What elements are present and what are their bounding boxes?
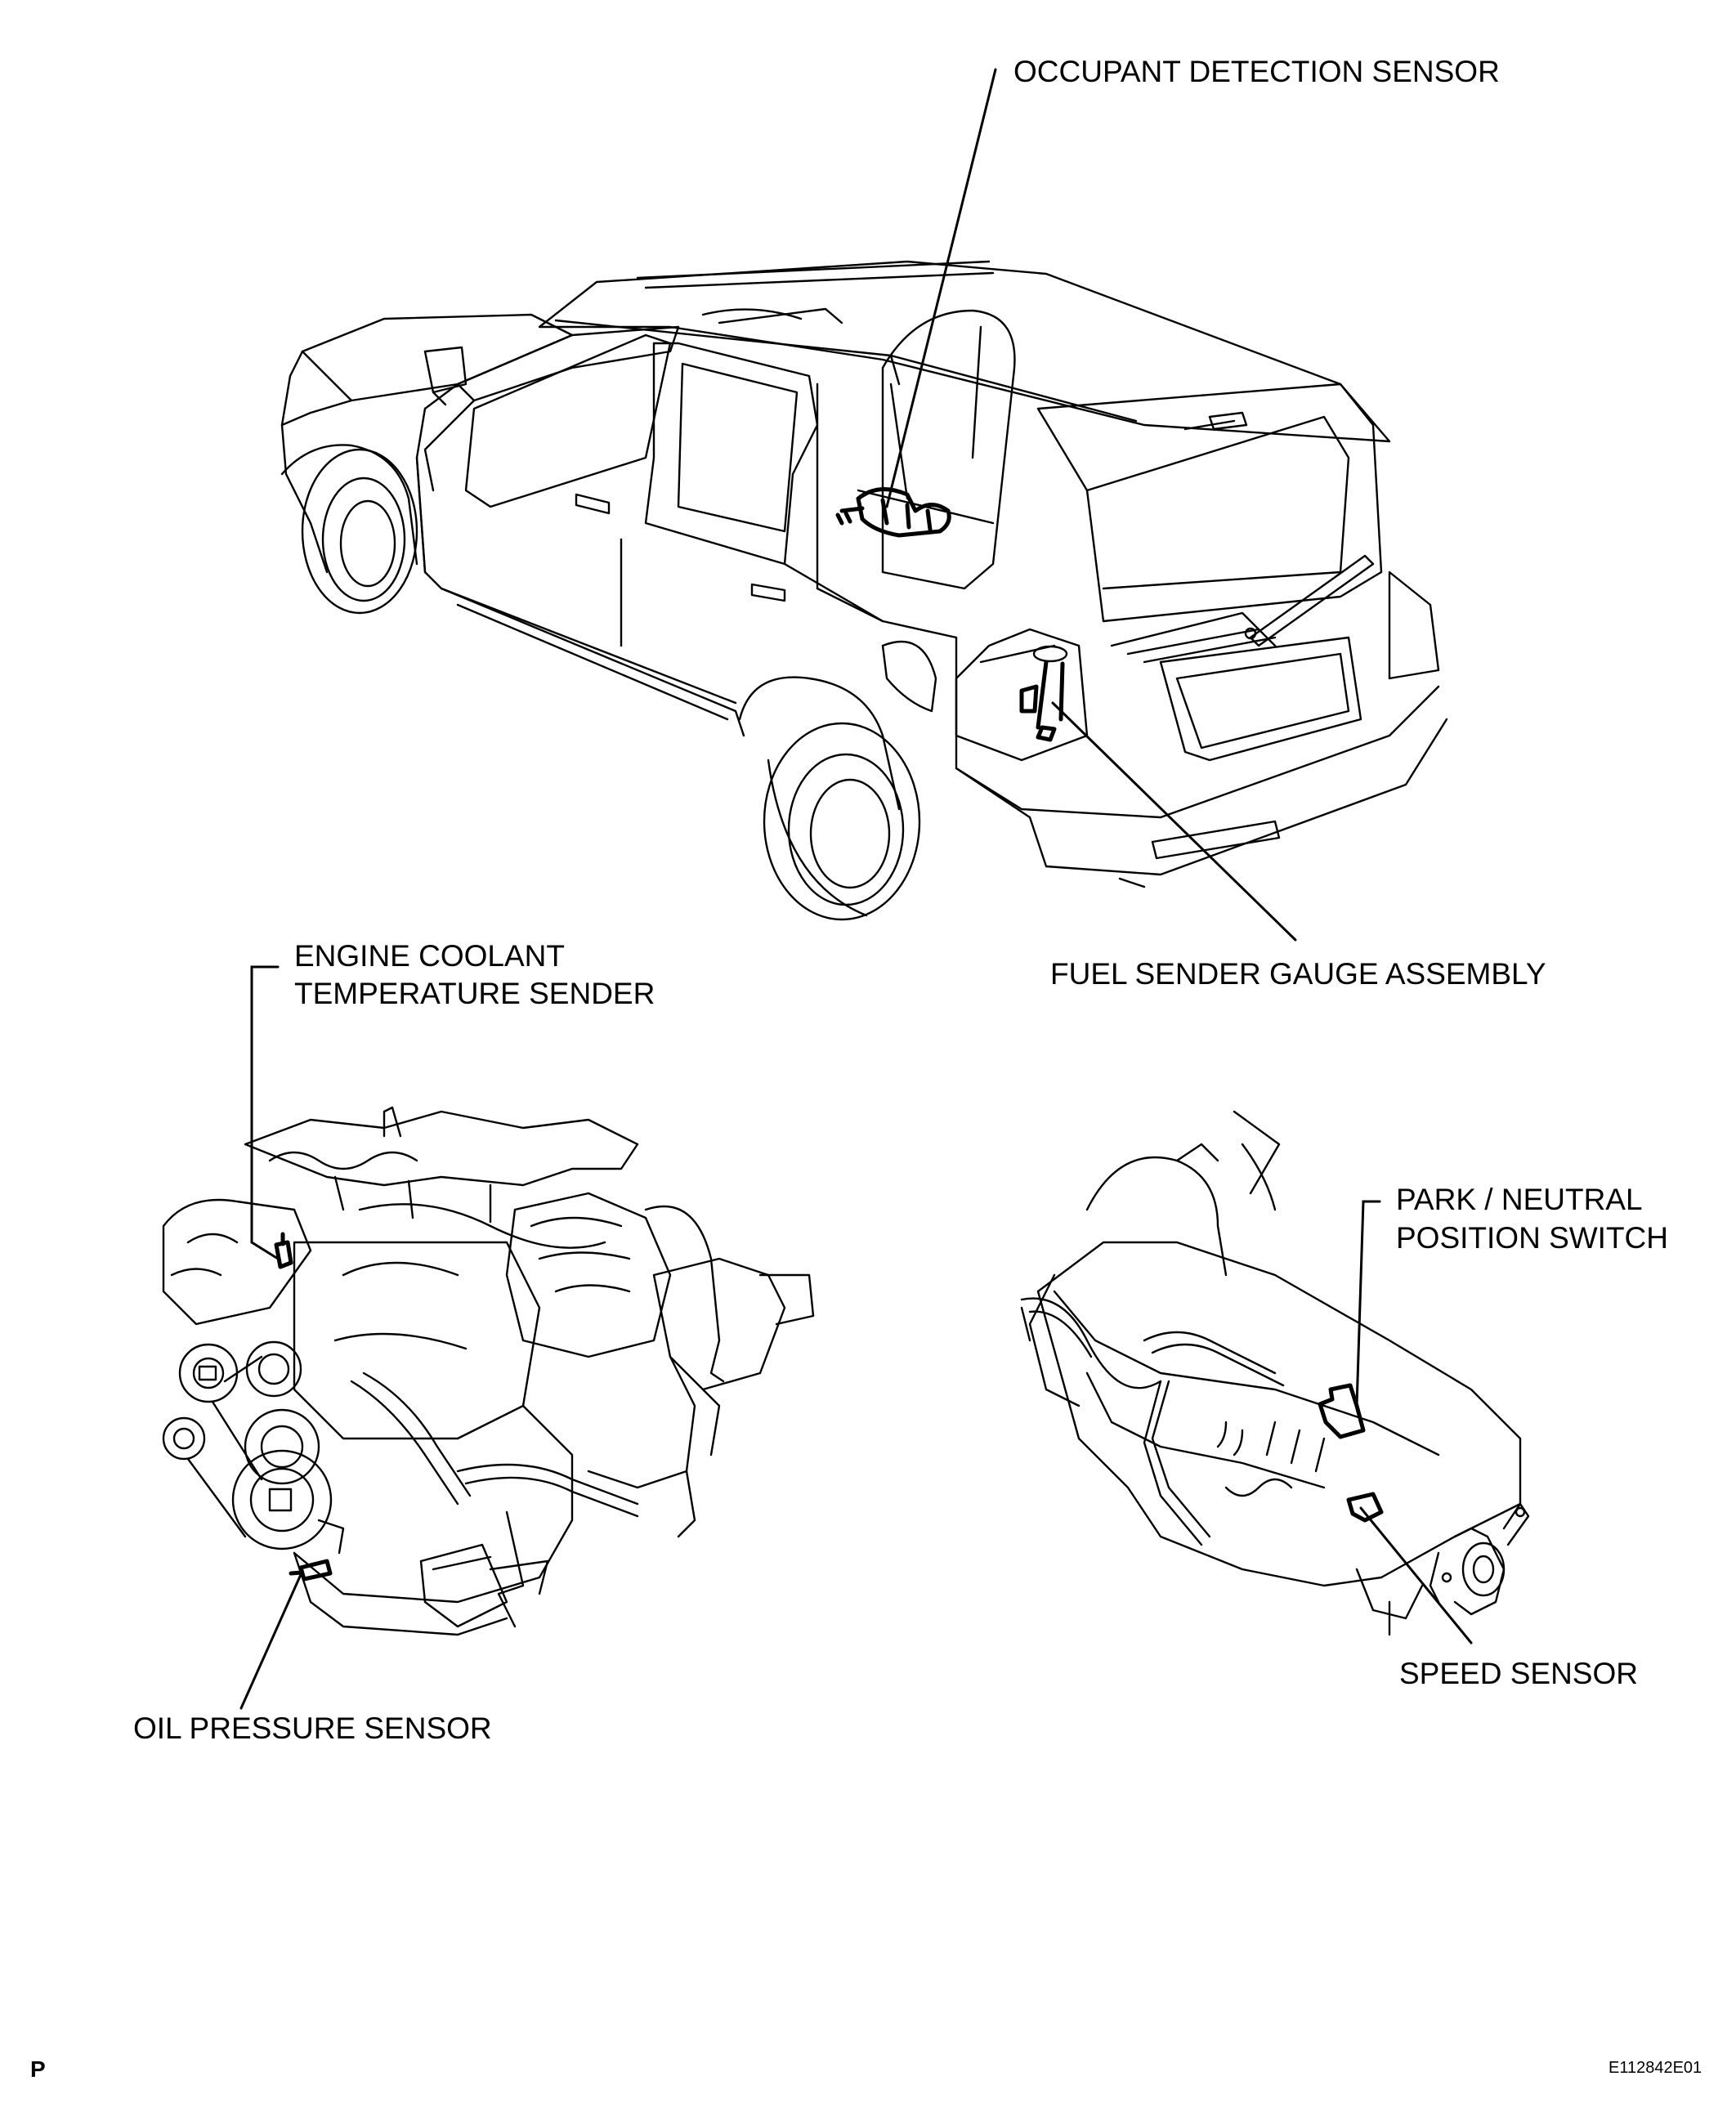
vehicle-illustration	[280, 260, 1448, 921]
engine-illustration	[162, 1106, 815, 1636]
label-engine-coolant-line1: ENGINE COOLANT	[294, 939, 565, 973]
figure-code: E112842E01	[1608, 2059, 1702, 2077]
label-oil-pressure-sensor: OIL PRESSURE SENSOR	[133, 1711, 492, 1745]
label-fuel-sender-gauge-assembly: FUEL SENDER GAUGE ASSEMBLY	[1050, 957, 1546, 991]
oil-pressure-leader-line	[239, 1569, 304, 1710]
occupant-leader-line	[885, 68, 997, 508]
footer-left-mark: P	[30, 2056, 46, 2082]
label-occupant-detection-sensor: OCCUPANT DETECTION SENSOR	[1013, 55, 1500, 88]
label-park-neutral-line2: POSITION SWITCH	[1396, 1221, 1668, 1255]
transmission-illustration	[1020, 1110, 1530, 1636]
fuel-sender-leader-line	[1051, 701, 1297, 942]
park-neutral-leader-line	[1355, 1200, 1381, 1407]
label-speed-sensor: SPEED SENSOR	[1399, 1657, 1638, 1690]
label-engine-coolant-line2: TEMPERATURE SENDER	[294, 977, 655, 1010]
engine-coolant-leader-line	[250, 965, 280, 1260]
speed-sensor-leader-line	[1359, 1506, 1473, 1644]
label-park-neutral-line1: PARK / NEUTRAL	[1396, 1183, 1643, 1216]
